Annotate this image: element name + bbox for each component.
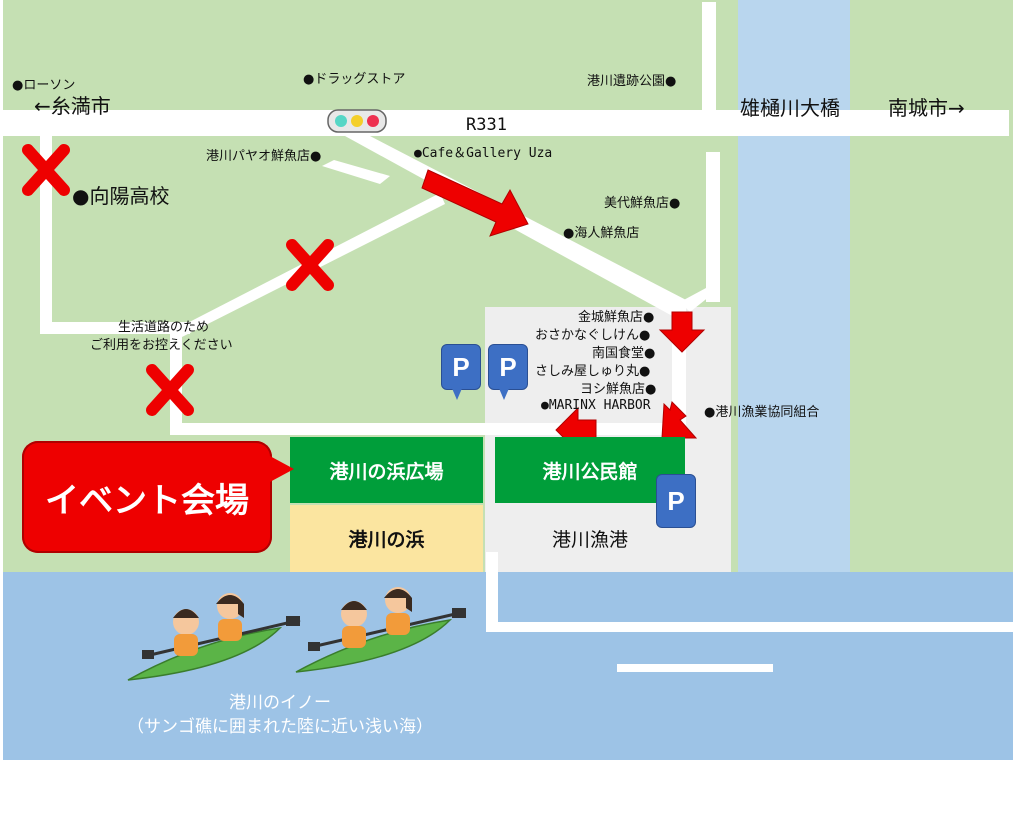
zone-hama-hiroba: 港川の浜広場: [290, 437, 483, 503]
road-east-local: [706, 152, 720, 302]
label-nanjo: 南城市→: [888, 96, 965, 120]
parking-marker[interactable]: P: [488, 344, 528, 400]
parking-icon: P: [656, 474, 696, 528]
pier-vertical: [486, 552, 498, 632]
road-branch: [322, 160, 390, 184]
event-callout-tail: [268, 455, 294, 483]
label-gyokyo: ●港川漁業協同組合: [704, 405, 820, 420]
direction-arrow-icon: [658, 311, 706, 353]
label-drugstore: ●ドラッグストア: [303, 72, 406, 87]
label-sashimi: さしみ屋しゅり丸●: [535, 364, 651, 379]
parking-icon: P: [488, 344, 528, 390]
parking-marker[interactable]: P: [441, 344, 481, 400]
label-kinjo: 金城鮮魚店●: [578, 310, 655, 325]
label-kaijin: ●海人鮮魚店: [563, 226, 640, 241]
label-route: R331: [466, 115, 507, 135]
parking-marker-tail: [451, 386, 463, 400]
road-north-spur: [702, 2, 716, 110]
road-left-vertical: [40, 136, 52, 332]
kayak-icon: [295, 587, 466, 673]
zone-gyoko: 港川漁港: [551, 529, 628, 551]
event-venue-callout: イベント会場: [22, 441, 272, 553]
label-lawson: ●ローソン: [12, 78, 76, 93]
direction-arrow-icon: [421, 169, 529, 237]
no-entry-x-icon: [22, 144, 70, 196]
no-entry-x-icon: [286, 239, 334, 291]
zone-hama: 港川の浜: [290, 505, 483, 572]
label-miyo: 美代鮮魚店●: [604, 196, 681, 211]
sea-caption-subtitle: （サンゴ礁に囲まれた陸に近い浅い海）: [127, 717, 433, 737]
river: [738, 0, 850, 572]
kayak-icon: [127, 593, 301, 681]
label-itoman: ←糸満市: [34, 94, 111, 118]
road-lower: [170, 423, 686, 435]
label-koyo: ●向陽高校: [72, 184, 170, 208]
zone-kominkan: 港川公民館: [495, 437, 685, 503]
label-ohi-bridge: 雄樋川大橋: [740, 96, 840, 120]
label-life-road-2: ご利用をお控えください: [90, 338, 233, 353]
label-marinx: ●MARINX HARBOR: [541, 398, 651, 413]
label-yoshi: ヨシ鮮魚店●: [580, 382, 657, 397]
parking-icon: P: [441, 344, 481, 390]
road-east-join: [680, 288, 720, 312]
parking-marker[interactable]: P: [656, 474, 696, 530]
road-left-horizontal: [40, 322, 190, 334]
pier-short: [617, 664, 773, 672]
sea-caption-title: 港川のイノー: [229, 693, 331, 713]
road-r331: [3, 110, 1009, 136]
label-life-road-1: 生活道路のため: [118, 320, 210, 335]
traffic-light-icon: [327, 109, 387, 133]
label-osakana: おさかなぐしけん●: [535, 328, 651, 343]
label-payao: 港川パヤオ鮮魚店●: [206, 149, 322, 164]
parking-marker-tail: [498, 386, 510, 400]
label-cafe: ●Cafe＆Gallery Uza: [414, 146, 553, 161]
pier-horizontal: [486, 622, 1013, 632]
label-minatogawa-iseki: 港川遺跡公園●: [587, 74, 677, 89]
no-entry-x-icon: [146, 364, 194, 416]
label-nangoku: 南国食堂●: [592, 346, 656, 361]
